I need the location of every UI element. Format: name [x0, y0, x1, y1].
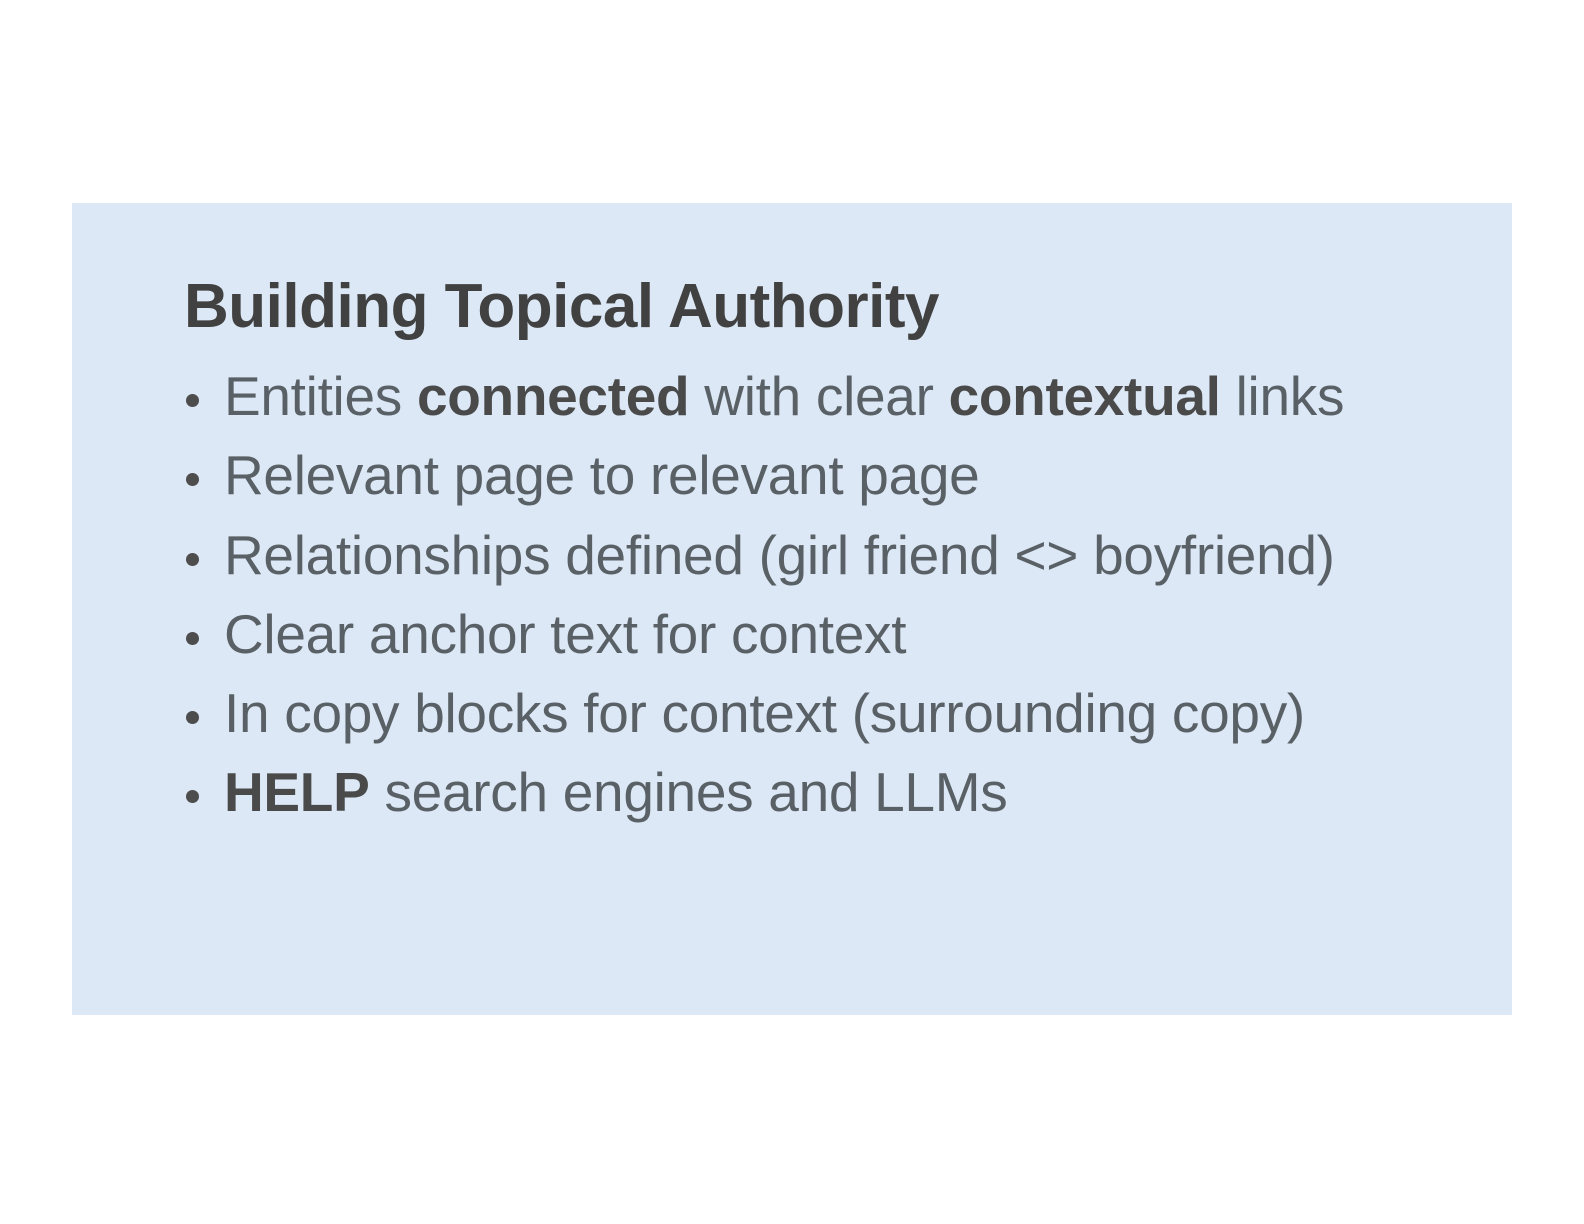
body-text: with clear [689, 365, 949, 428]
bullet-dot-icon [186, 710, 199, 724]
list-item-text: Entities connected with clear contextual… [224, 365, 1344, 427]
list-item: Relationships defined (girl friend <> bo… [184, 524, 1472, 586]
list-item-text: HELP search engines and LLMs [224, 761, 1008, 824]
list-item: HELP search engines and LLMs [184, 764, 1472, 821]
emphasis-text: contextual [948, 365, 1221, 428]
body-text: Entities [224, 365, 417, 428]
list-item-text: Relationships defined (girl friend <> bo… [224, 524, 1335, 586]
body-text: Relationships defined (girl friend <> bo… [224, 523, 1335, 586]
emphasis-text: HELP [224, 761, 370, 824]
body-text: Relevant page to relevant page [224, 444, 980, 507]
bullet-dot-icon [186, 473, 199, 487]
list-item-text: Relevant page to relevant page [224, 444, 980, 507]
emphasis-text: connected [416, 365, 690, 428]
body-text: Clear anchor text for context [224, 602, 907, 665]
list-item: Clear anchor text for context [184, 603, 1472, 665]
list-item: Entities connected with clear contextual… [184, 368, 1472, 425]
list-item-text: In copy blocks for context (surrounding … [224, 682, 1305, 744]
body-text: links [1220, 365, 1345, 428]
bullet-dot-icon [186, 394, 199, 408]
bullet-dot-icon [186, 552, 199, 566]
list-item: In copy blocks for context (surrounding … [184, 682, 1472, 744]
bullet-dot-icon [186, 631, 199, 645]
body-text: In copy blocks for context (surrounding … [224, 681, 1305, 744]
bullet-list: Entities connected with clear contextual… [184, 368, 1472, 821]
content-panel: Building Topical Authority Entities conn… [72, 203, 1512, 1015]
list-item: Relevant page to relevant page [184, 447, 1472, 504]
body-text: search engines and LLMs [369, 761, 1008, 824]
bullet-dot-icon [186, 790, 199, 804]
list-item-text: Clear anchor text for context [224, 603, 906, 665]
page-title: Building Topical Authority [184, 272, 940, 341]
